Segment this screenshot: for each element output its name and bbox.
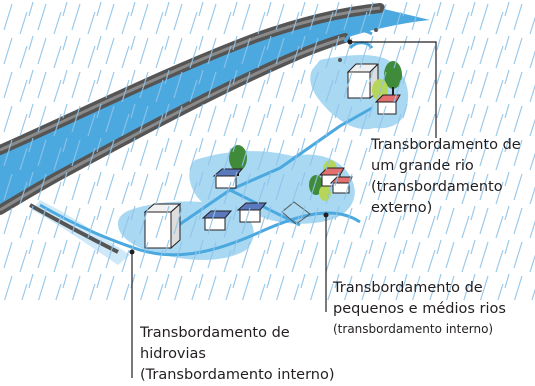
leader-large-river <box>350 41 437 138</box>
label-small-rivers-line-2: pequenos e médios rios <box>333 301 506 317</box>
rain-overlay <box>0 0 535 300</box>
label-large-river-line-2: um grande rio <box>371 158 474 174</box>
leader-lines <box>131 41 437 378</box>
label-small-rivers-line-3: (transbordamento interno) <box>333 322 494 336</box>
label-large-river-line-1: Transbordamento de <box>371 137 521 153</box>
leader-dots <box>129 39 353 255</box>
label-small-rivers-overflow: Transbordamento de pequenos e médios rio… <box>333 278 506 338</box>
label-small-rivers-line-1: Transbordamento de <box>333 280 483 296</box>
label-large-river-overflow: Transbordamento de um grande rio (transb… <box>371 135 521 219</box>
label-large-river-line-3: (transbordamento <box>371 179 503 195</box>
label-large-river-line-4: externo) <box>371 200 433 216</box>
label-waterway-line-1: Transbordamento de <box>140 325 290 341</box>
label-waterway-overflow: Transbordamento de hidrovias (Transborda… <box>140 323 335 386</box>
label-waterway-line-2: hidrovias <box>140 346 206 362</box>
label-waterway-line-3: (Transbordamento interno) <box>140 367 335 383</box>
